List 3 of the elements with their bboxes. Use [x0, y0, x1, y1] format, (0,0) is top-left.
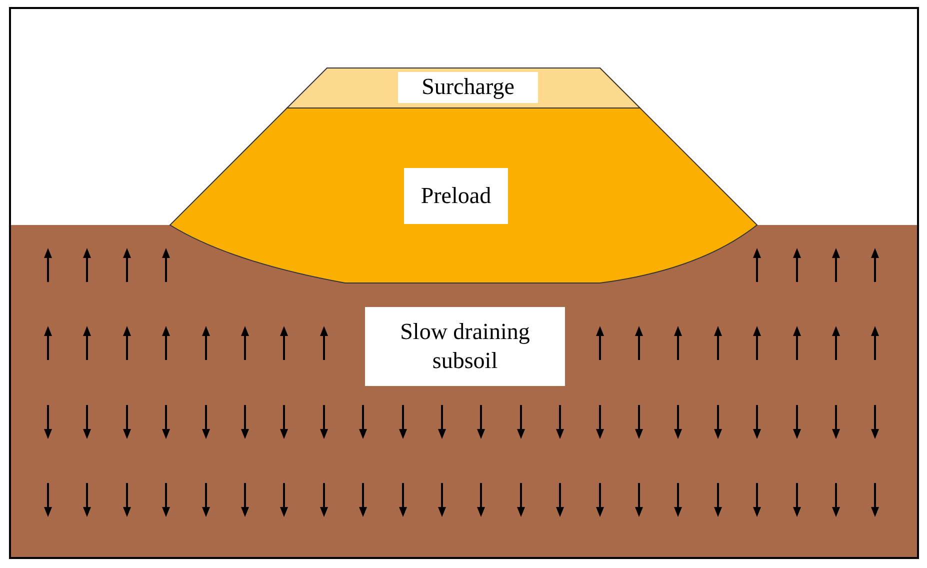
layer-label: Surcharge [398, 72, 538, 103]
layer-label: Slow draining subsoil [365, 307, 565, 386]
layer-label: Preload [404, 168, 508, 224]
